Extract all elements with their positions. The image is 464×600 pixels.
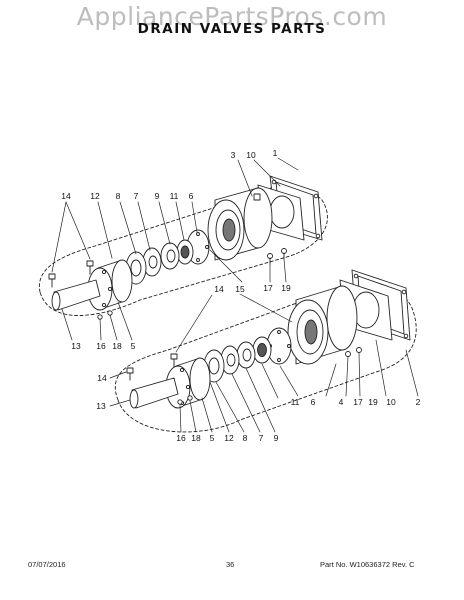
callout-labels: 3 10 1 14 12 8 7 9 11 6 15 17 19 13 16 1… bbox=[61, 148, 420, 443]
upper-screws-17-19 bbox=[267, 248, 287, 265]
callout-lower-9: 9 bbox=[274, 433, 279, 443]
callout-upper-5: 5 bbox=[131, 341, 136, 351]
callout-lower-11: 11 bbox=[291, 397, 300, 407]
callout-upper-12: 12 bbox=[90, 191, 100, 201]
lower-assembly-outline bbox=[114, 282, 417, 433]
callout-lower-5: 5 bbox=[210, 433, 215, 443]
upper-valve-body bbox=[207, 187, 273, 261]
callout-upper-18: 18 bbox=[112, 341, 122, 351]
callout-upper-13: 13 bbox=[71, 341, 81, 351]
callout-upper-11: 11 bbox=[170, 191, 179, 201]
callout-lower-18: 18 bbox=[191, 433, 201, 443]
callout-lower-16: 16 bbox=[176, 433, 186, 443]
callout-lower-4: 4 bbox=[339, 397, 344, 407]
lower-screws-17-19 bbox=[345, 347, 362, 357]
lower-seal-ring bbox=[266, 327, 292, 365]
callout-lower-10: 10 bbox=[386, 397, 396, 407]
lower-plunger-tube bbox=[129, 377, 179, 409]
callout-upper-10: 10 bbox=[246, 150, 256, 160]
page-title: DRAIN VALVES PARTS bbox=[137, 21, 327, 37]
callout-lower-19: 19 bbox=[368, 397, 378, 407]
upper-washer bbox=[160, 242, 180, 270]
callout-upper-19: 19 bbox=[281, 283, 291, 293]
lower-valve-body bbox=[287, 285, 358, 365]
lower-washer bbox=[236, 341, 256, 369]
callout-upper-8: 8 bbox=[116, 191, 121, 201]
upper-valve-assembly bbox=[38, 157, 328, 341]
callout-lower-14-side: 14 bbox=[97, 373, 107, 383]
callout-lower-14-top: 14 bbox=[214, 284, 224, 294]
upper-screws-16-18 bbox=[97, 310, 113, 320]
upper-plunger-tube bbox=[51, 279, 101, 311]
callout-lower-17: 17 bbox=[353, 397, 363, 407]
lower-solenoid-housing bbox=[165, 357, 211, 409]
callout-lower-8: 8 bbox=[243, 433, 248, 443]
watermark-text: AppliancePartsPros.com bbox=[76, 2, 388, 31]
callout-upper-6: 6 bbox=[189, 191, 194, 201]
upper-assembly-outline bbox=[38, 185, 328, 316]
callout-upper-9: 9 bbox=[155, 191, 160, 201]
callout-upper-17: 17 bbox=[263, 283, 273, 293]
lower-screws-16-18 bbox=[177, 395, 193, 405]
callout-lower-13: 13 bbox=[96, 401, 106, 411]
upper-leader-lines bbox=[51, 157, 299, 341]
lower-valve-assembly bbox=[109, 269, 419, 433]
callout-upper-3: 3 bbox=[231, 150, 236, 160]
callout-lower-6: 6 bbox=[311, 397, 316, 407]
lower-bearing bbox=[252, 336, 272, 364]
callout-lower-7: 7 bbox=[259, 433, 264, 443]
upper-solenoid-housing bbox=[87, 259, 133, 311]
callout-upper-16: 16 bbox=[96, 341, 106, 351]
lower-screws-14 bbox=[126, 353, 178, 381]
footer-date: 07/07/2016 bbox=[28, 560, 66, 569]
upper-bearing bbox=[176, 239, 194, 265]
callout-lower-2: 2 bbox=[416, 397, 421, 407]
footer-page-number: 36 bbox=[226, 560, 235, 569]
callout-upper-7: 7 bbox=[134, 191, 139, 201]
footer-part-number: Part No. W10636372 Rev. C bbox=[320, 560, 415, 569]
callout-upper-14: 14 bbox=[61, 191, 71, 201]
callout-upper-1: 1 bbox=[273, 148, 278, 158]
upper-screws-14 bbox=[48, 260, 94, 288]
lower-leader-lines bbox=[109, 293, 419, 433]
callout-lower-12: 12 bbox=[224, 433, 234, 443]
callout-upper-15: 15 bbox=[235, 284, 245, 294]
